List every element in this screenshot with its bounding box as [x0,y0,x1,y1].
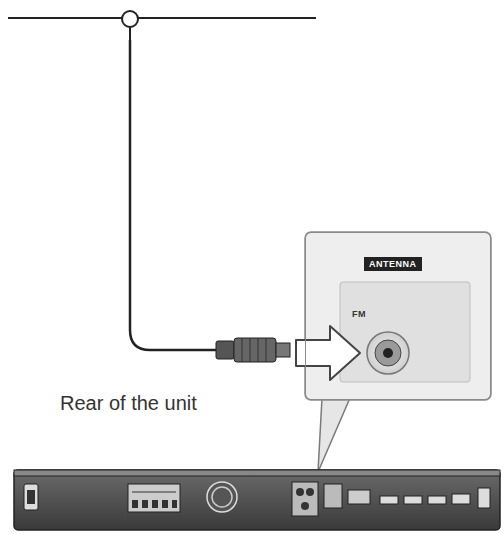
antenna-cable [130,40,216,350]
inset-box: ANTENNA FM [305,232,491,400]
jack-plate [340,282,470,382]
fm-jack [367,332,409,374]
antenna-stem [129,27,131,40]
unit-rear [14,470,500,530]
panel-title: ANTENNA [364,257,422,271]
fm-plug [216,338,290,362]
caption-label: Rear of the unit [60,392,197,415]
antenna-ring [122,11,138,27]
jack-label: FM [352,309,366,319]
antenna-wire [8,17,316,19]
callout-pointer [318,398,350,472]
